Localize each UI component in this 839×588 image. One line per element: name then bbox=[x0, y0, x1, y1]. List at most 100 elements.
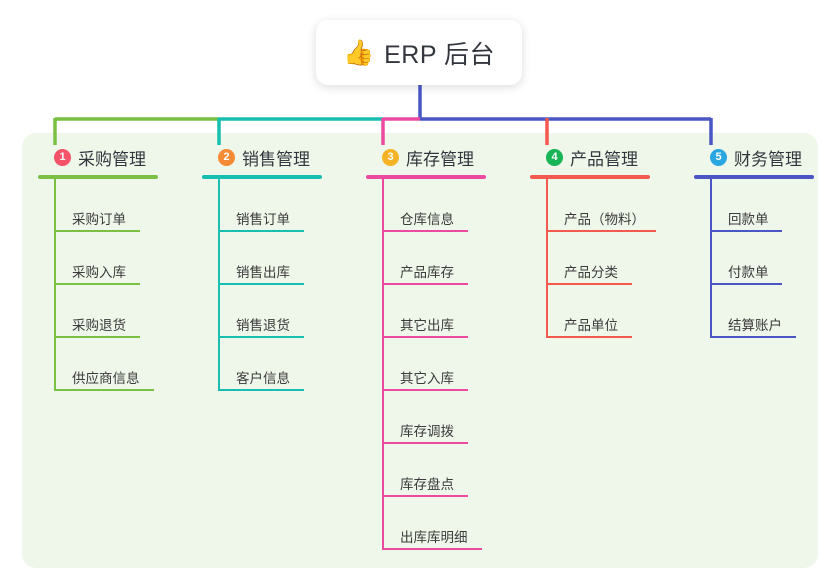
branch-item[interactable]: 销售出库 bbox=[202, 232, 322, 285]
branch-item-label: 出库库明细 bbox=[400, 530, 468, 545]
branch-item-list: 回款单付款单结算账户 bbox=[694, 179, 814, 338]
branch-item-label: 仓库信息 bbox=[400, 212, 454, 227]
branch-number-badge: 1 bbox=[54, 148, 71, 166]
branch-spine bbox=[54, 179, 56, 391]
branch-item-underline bbox=[382, 283, 468, 285]
branch-item-label: 客户信息 bbox=[236, 371, 290, 386]
branch-item[interactable]: 结算账户 bbox=[694, 285, 814, 338]
branch-item-label: 回款单 bbox=[728, 212, 769, 227]
branch-item-label: 产品（物料） bbox=[564, 212, 645, 227]
branch-header-1[interactable]: 1 采购管理 bbox=[38, 145, 158, 169]
branch-item-label: 结算账户 bbox=[728, 318, 782, 333]
branch-title: 销售管理 bbox=[242, 149, 310, 169]
branch-item-underline bbox=[54, 230, 140, 232]
branch-item-label: 销售退货 bbox=[236, 318, 290, 333]
branch-title: 库存管理 bbox=[406, 149, 474, 169]
branch-column-5: 5 财务管理回款单付款单结算账户 bbox=[694, 145, 814, 338]
branch-item[interactable]: 库存盘点 bbox=[366, 444, 486, 497]
branch-item-underline bbox=[218, 283, 304, 285]
branch-header-4[interactable]: 4 产品管理 bbox=[530, 145, 650, 169]
branch-item-underline bbox=[710, 230, 782, 232]
thumbs-up-icon: 👍 bbox=[342, 39, 375, 67]
branch-item[interactable]: 销售订单 bbox=[202, 179, 322, 232]
branch-item[interactable]: 仓库信息 bbox=[366, 179, 486, 232]
branch-item[interactable]: 付款单 bbox=[694, 232, 814, 285]
branch-item-label: 采购订单 bbox=[72, 212, 126, 227]
branch-item-list: 仓库信息产品库存其它出库其它入库库存调拨库存盘点出库库明细 bbox=[366, 179, 486, 550]
branch-header-5[interactable]: 5 财务管理 bbox=[694, 145, 814, 169]
branch-spine bbox=[710, 179, 712, 338]
branch-item-underline bbox=[382, 230, 468, 232]
branch-number-badge: 5 bbox=[710, 148, 727, 166]
branch-number-badge: 4 bbox=[546, 148, 563, 166]
branch-item-underline bbox=[382, 389, 468, 391]
branch-number-badge: 3 bbox=[382, 148, 399, 166]
branch-item[interactable]: 产品分类 bbox=[530, 232, 650, 285]
branch-item-underline bbox=[218, 336, 304, 338]
root-node[interactable]: 👍 ERP 后台 bbox=[316, 20, 522, 85]
branch-item-underline bbox=[710, 283, 782, 285]
branch-item-label: 其它入库 bbox=[400, 371, 454, 386]
branch-underline bbox=[202, 175, 322, 179]
branch-item-underline bbox=[54, 336, 140, 338]
branch-item-label: 产品库存 bbox=[400, 265, 454, 280]
branch-item[interactable]: 其它入库 bbox=[366, 338, 486, 391]
branch-item[interactable]: 其它出库 bbox=[366, 285, 486, 338]
branch-item-label: 销售订单 bbox=[236, 212, 290, 227]
branch-item-label: 产品单位 bbox=[564, 318, 618, 333]
branch-column-2: 2 销售管理销售订单销售出库销售退货客户信息 bbox=[202, 145, 322, 391]
branch-item-label: 供应商信息 bbox=[72, 371, 140, 386]
branch-item-label: 采购入库 bbox=[72, 265, 126, 280]
branch-item[interactable]: 采购入库 bbox=[38, 232, 158, 285]
branch-title: 采购管理 bbox=[78, 149, 146, 169]
branch-item[interactable]: 产品单位 bbox=[530, 285, 650, 338]
branch-underline bbox=[38, 175, 158, 179]
branch-header-2[interactable]: 2 销售管理 bbox=[202, 145, 322, 169]
branch-item[interactable]: 产品（物料） bbox=[530, 179, 656, 232]
branch-column-4: 4 产品管理产品（物料） 产品分类产品单位 bbox=[530, 145, 656, 338]
branch-item-label: 库存调拨 bbox=[400, 424, 454, 439]
branch-item-label: 付款单 bbox=[728, 265, 769, 280]
branch-item-underline bbox=[54, 389, 154, 391]
branch-spine bbox=[546, 179, 548, 338]
branch-item-underline bbox=[382, 495, 468, 497]
branch-header-3[interactable]: 3 库存管理 bbox=[366, 145, 486, 169]
branch-item-label: 产品分类 bbox=[564, 265, 618, 280]
branch-title: 财务管理 bbox=[734, 149, 802, 169]
branch-item-label: 销售出库 bbox=[236, 265, 290, 280]
branch-item[interactable]: 采购退货 bbox=[38, 285, 158, 338]
branch-item-underline bbox=[546, 336, 632, 338]
branch-spine bbox=[218, 179, 220, 391]
branch-item-underline bbox=[382, 336, 468, 338]
branch-underline bbox=[530, 175, 650, 179]
branch-item[interactable]: 回款单 bbox=[694, 179, 814, 232]
branch-item-underline bbox=[218, 230, 304, 232]
branch-number-badge: 2 bbox=[218, 148, 235, 166]
branch-item[interactable]: 客户信息 bbox=[202, 338, 322, 391]
branch-item[interactable]: 出库库明细 bbox=[366, 497, 486, 550]
branch-item-underline bbox=[382, 548, 482, 550]
branch-item-underline bbox=[546, 230, 656, 232]
branch-column-3: 3 库存管理仓库信息产品库存其它出库其它入库库存调拨库存盘点出库库明细 bbox=[366, 145, 486, 550]
branch-spine bbox=[382, 179, 384, 550]
branch-item[interactable]: 产品库存 bbox=[366, 232, 486, 285]
branch-item[interactable]: 供应商信息 bbox=[38, 338, 158, 391]
branch-item[interactable]: 库存调拨 bbox=[366, 391, 486, 444]
branch-item-underline bbox=[382, 442, 468, 444]
branch-item[interactable]: 采购订单 bbox=[38, 179, 158, 232]
branch-item-list: 产品（物料） 产品分类产品单位 bbox=[530, 179, 656, 338]
branch-item-label: 采购退货 bbox=[72, 318, 126, 333]
root-title: ERP 后台 bbox=[384, 40, 496, 69]
branch-item[interactable]: 销售退货 bbox=[202, 285, 322, 338]
branch-item-underline bbox=[54, 283, 140, 285]
branch-item-list: 采购订单采购入库采购退货供应商信息 bbox=[38, 179, 158, 391]
branch-item-underline bbox=[218, 389, 304, 391]
branch-title: 产品管理 bbox=[570, 149, 638, 169]
branch-item-label: 其它出库 bbox=[400, 318, 454, 333]
branch-underline bbox=[366, 175, 486, 179]
branch-underline bbox=[694, 175, 814, 179]
branch-item-underline bbox=[546, 283, 632, 285]
branch-item-list: 销售订单销售出库销售退货客户信息 bbox=[202, 179, 322, 391]
branch-column-1: 1 采购管理采购订单采购入库采购退货供应商信息 bbox=[38, 145, 158, 391]
